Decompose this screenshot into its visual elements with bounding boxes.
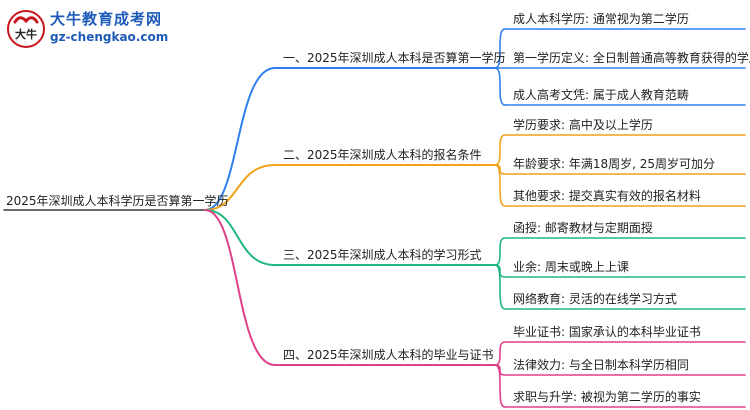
leaf-node-4-1[interactable]: 毕业证书: 国家承认的本科毕业证书 [513, 325, 701, 339]
root-topic[interactable]: 2025年深圳成人本科学历是否算第一学历 [6, 194, 229, 208]
leaf-connector-3-3 [494, 264, 506, 310]
leaf-node-3-2[interactable]: 业余: 周末或晚上上课 [513, 260, 629, 274]
leaf-node-1-1[interactable]: 成人本科学历: 通常视为第二学历 [513, 12, 689, 26]
svg-text:大牛: 大牛 [15, 27, 37, 41]
leaf-node-4-2[interactable]: 法律效力: 与全日制本科学历相同 [513, 358, 689, 372]
branch-title-1[interactable]: 一、2025年深圳成人本科是否算第一学历 [283, 51, 506, 65]
leaf-node-2-1[interactable]: 学历要求: 高中及以上学历 [513, 118, 653, 132]
branch-connector-2 [204, 164, 276, 211]
leaf-connector-4-3 [494, 364, 506, 408]
branch-title-3[interactable]: 三、2025年深圳成人本科的学习形式 [283, 248, 482, 262]
leaf-node-2-2[interactable]: 年龄要求: 年满18周岁, 25周岁可加分 [513, 157, 716, 171]
logo-site-url: gz-chengkao.com [50, 30, 169, 44]
bull-logo-icon: 大牛 [7, 10, 45, 48]
leaf-node-3-3[interactable]: 网络教育: 灵活的在线学习方式 [513, 292, 677, 306]
leaf-node-1-3[interactable]: 成人高考文凭: 属于成人教育范畴 [513, 88, 689, 102]
leaf-node-4-3[interactable]: 求职与升学: 被视为第二学历的事实 [513, 390, 701, 404]
branch-connector-1 [204, 67, 276, 211]
branch-title-2[interactable]: 二、2025年深圳成人本科的报名条件 [283, 148, 482, 162]
leaf-connector-1-3 [494, 67, 506, 106]
leaf-node-3-1[interactable]: 函授: 邮寄教材与定期面授 [513, 221, 653, 235]
leaf-connector-3-1 [494, 237, 506, 266]
site-logo[interactable]: 大牛 大牛教育成考网 gz-chengkao.com [6, 6, 181, 52]
branch-connector-4 [204, 209, 276, 366]
leaf-connector-2-3 [494, 164, 506, 207]
leaf-node-2-3[interactable]: 其他要求: 提交真实有效的报名材料 [513, 189, 701, 203]
leaf-connector-2-1 [494, 134, 506, 166]
branch-title-4[interactable]: 四、2025年深圳成人本科的毕业与证书 [283, 348, 494, 362]
logo-site-name: 大牛教育成考网 [50, 10, 163, 28]
branch-connector-3 [204, 209, 276, 266]
leaf-node-1-2[interactable]: 第一学历定义: 全日制普通高等教育获得的学历 [513, 51, 750, 65]
leaf-connector-4-1 [494, 341, 506, 366]
leaf-connector-1-1 [494, 28, 506, 69]
